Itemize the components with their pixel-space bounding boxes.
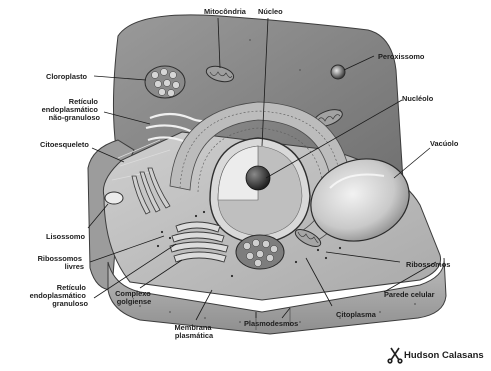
credit-text: Hudson Calasans: [404, 350, 484, 361]
label-nucleo: Núcleo: [258, 7, 283, 16]
label-mitocondria: Mitocôndria: [204, 7, 247, 16]
label-parede-celular: Parede celular: [384, 290, 435, 299]
label-ribossomos-livres: Ribossomos livres: [38, 254, 84, 271]
label-complexo-golgiense: Complexo golgiense: [115, 289, 153, 306]
label-ribossomos: Ribossomos: [406, 260, 450, 269]
credit: Hudson Calasans: [388, 348, 484, 363]
label-rel: Retículo endoplasmático não-granuloso: [42, 97, 101, 122]
lysosome: [105, 192, 123, 204]
label-vacuolo: Vacúolo: [430, 139, 459, 148]
peroxisome: [331, 65, 345, 79]
label-lisossomo: Lisossomo: [46, 232, 85, 241]
label-cloroplasto: Cloroplasto: [46, 72, 88, 81]
label-citoplasma: Citoplasma: [336, 310, 377, 319]
chloroplast-bottom: [236, 235, 284, 269]
label-citoesqueleto: Citoesqueleto: [40, 140, 89, 149]
label-membrana-plasmatica: Membrana plasmática: [174, 323, 214, 340]
scissors-icon: [388, 348, 402, 363]
label-rer: Retículo endoplasmático granuloso: [30, 283, 89, 308]
chloroplast-top: [145, 66, 185, 98]
label-plasmodesmos: Plasmodesmos: [244, 319, 298, 328]
label-nucleolo: Nucléolo: [402, 94, 434, 103]
label-peroxissomo: Peroxissomo: [378, 52, 425, 61]
